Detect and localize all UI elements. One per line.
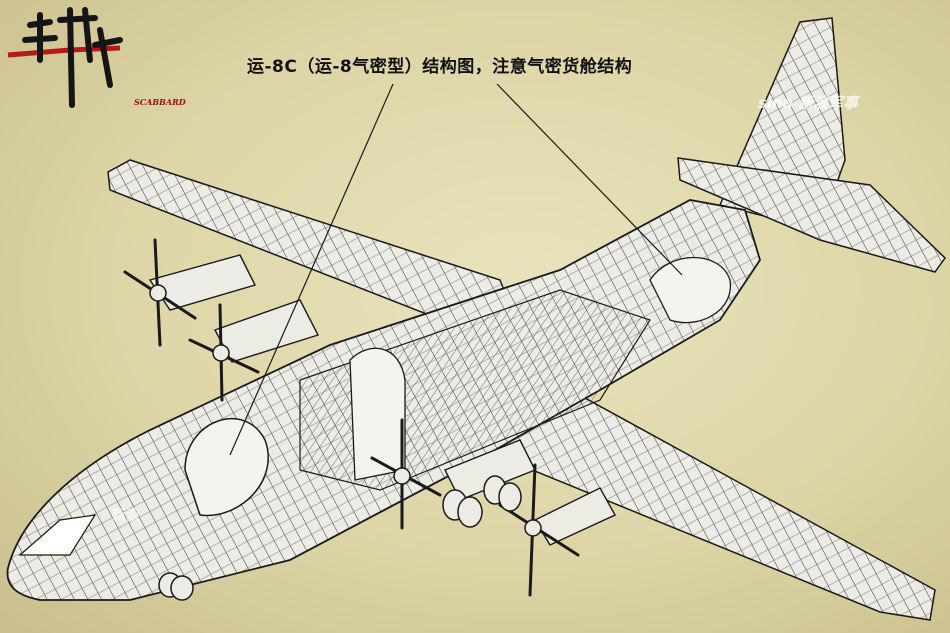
nose-landing-gear [158,572,194,601]
pressure-bulkhead [184,418,269,517]
engine-nacelle-inner-left [214,299,320,363]
propeller-inner-right [370,418,442,530]
logo-wordmark: SCABBARD [134,97,186,107]
engine-nacelle-outer-right [534,487,616,546]
engine-nacelle-outer-left [148,254,257,311]
main-landing-gear [442,475,522,528]
horizontal-stabilizer [677,157,946,273]
leader-line-pressure-cabin [229,83,394,456]
pressure-bulkhead-rear [649,257,732,324]
propeller-inner-left [188,303,260,402]
leader-line-cargo-structure [496,83,683,276]
cockpit-window [18,514,97,556]
sina-watermark: sina 新浪军事 [757,94,858,112]
sina-watermark-bottom: 新浪 [112,508,140,524]
cargo-door-frame [349,347,406,481]
diagram-caption: 运-8C（运-8气密型）结构图，注意气密货舱结构 [247,57,633,77]
propeller-outer-left [123,238,197,347]
scabbard-logo [7,7,123,108]
propeller-outer-right [498,463,580,597]
